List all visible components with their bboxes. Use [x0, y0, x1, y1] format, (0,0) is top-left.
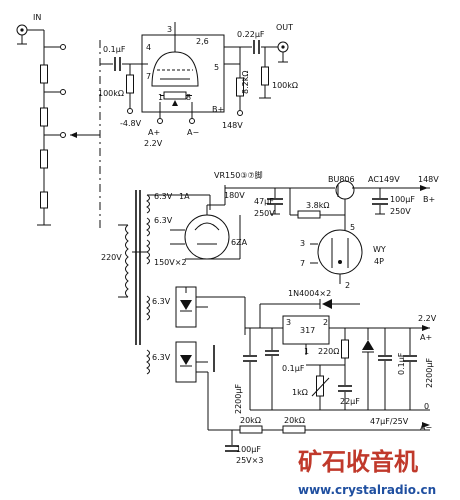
heater-resistor [163, 91, 187, 100]
svg-text:6.3V: 6.3V [152, 353, 171, 362]
amp-stage: 0.1µF 100kΩ -4.8V 3 2,6 4 5 7 1 8 A+ 2.2… [98, 22, 298, 148]
svg-text:20kΩ: 20kΩ [284, 416, 305, 425]
svg-text:3: 3 [167, 25, 172, 34]
svg-text:148V: 148V [418, 175, 439, 184]
watermark: 矿石收音机 www.crystalradio.cn [298, 448, 436, 497]
input-label: IN [33, 13, 41, 22]
svg-text:A+: A+ [148, 128, 160, 137]
svg-text:47µF/25V: 47µF/25V [370, 417, 409, 426]
svg-text:1N4004×2: 1N4004×2 [288, 289, 331, 298]
svg-text:A−: A− [420, 423, 432, 432]
svg-text:0.1µF: 0.1µF [282, 364, 305, 373]
svg-text:B+: B+ [423, 195, 435, 204]
adjust-pot-1k [316, 375, 324, 397]
svg-text:180V: 180V [224, 191, 245, 200]
svg-text:1A: 1A [179, 192, 190, 201]
watermark-url: www.crystalradio.cn [298, 483, 436, 497]
svg-text:WY: WY [373, 245, 386, 254]
svg-text:100µF: 100µF [390, 195, 415, 204]
6za-rectifier-tube-icon [184, 214, 230, 260]
attenuator-resistor-1 [40, 64, 48, 84]
svg-text:20kΩ: 20kΩ [240, 416, 261, 425]
svg-text:100µF: 100µF [236, 445, 261, 454]
svg-text:BU806: BU806 [328, 175, 355, 184]
output-label: OUT [276, 23, 293, 32]
svg-text:3.8kΩ: 3.8kΩ [306, 201, 329, 210]
svg-text:3: 3 [300, 239, 305, 248]
bottom-filter: 20kΩ 20kΩ 47µF/25V 100µF 25V×3 [208, 416, 430, 465]
grid-resistor-label: 100kΩ [98, 89, 124, 98]
lv-regulator: 1N4004×2 317 3 2 1 2.2V A+ 0 A− 2200µF 0… [234, 289, 437, 432]
svg-text:3: 3 [286, 318, 291, 327]
svg-text:2: 2 [323, 318, 328, 327]
svg-text:1kΩ: 1kΩ [292, 388, 308, 397]
svg-text:2,6: 2,6 [196, 37, 209, 46]
b-plus-supply: VR150③⑦脚 180V BU806 AC149V 148V B+ 47µF … [214, 170, 439, 290]
svg-text:47µF: 47µF [254, 197, 274, 206]
svg-text:2200µF: 2200µF [234, 384, 243, 414]
resistor-20k-a [239, 425, 263, 434]
svg-text:2.2V: 2.2V [144, 139, 163, 148]
svg-text:0: 0 [424, 402, 429, 411]
svg-text:7: 7 [300, 259, 305, 268]
svg-text:220V: 220V [101, 253, 122, 262]
svg-text:8.2kΩ: 8.2kΩ [241, 71, 250, 94]
power-transformer: 220V 6.3V 1A 6.3V 150V×2 6ZA 6.3V [101, 190, 248, 375]
svg-text:150V×2: 150V×2 [154, 258, 187, 267]
bias-voltage-label: -4.8V [120, 119, 142, 128]
attenuator-resistor-4 [40, 191, 48, 209]
vr150-regulator-tube-icon [317, 229, 363, 275]
amp-tube-envelope [141, 34, 225, 113]
svg-text:2200µF: 2200µF [425, 358, 434, 388]
resistor-20k-b [282, 425, 306, 434]
svg-text:148V: 148V [222, 121, 243, 130]
svg-text:A−: A− [187, 128, 199, 137]
svg-text:1: 1 [158, 93, 163, 102]
svg-text:22µF: 22µF [340, 397, 360, 406]
svg-text:5: 5 [350, 223, 355, 232]
svg-text:8: 8 [186, 93, 191, 102]
svg-text:4P: 4P [374, 257, 384, 266]
svg-text:25V×3: 25V×3 [236, 456, 263, 465]
watermark-cn: 矿石收音机 [298, 448, 418, 476]
svg-text:4: 4 [146, 43, 151, 52]
svg-text:VR150③⑦脚: VR150③⑦脚 [214, 170, 263, 180]
series-resistor-3k8 [297, 210, 321, 219]
input-cap-label: 0.1µF [103, 45, 126, 54]
svg-text:0.1µF: 0.1µF [397, 352, 406, 375]
svg-text:1: 1 [304, 347, 309, 356]
svg-text:6.3V: 6.3V [154, 192, 173, 201]
svg-text:6.3V: 6.3V [154, 216, 173, 225]
attenuator-resistor-3 [40, 149, 48, 169]
svg-text:AC149V: AC149V [368, 175, 400, 184]
svg-text:5: 5 [214, 63, 219, 72]
svg-text:0.22µF: 0.22µF [237, 30, 265, 39]
svg-text:250V: 250V [390, 207, 411, 216]
svg-text:100kΩ: 100kΩ [272, 81, 298, 90]
grid-resistor [126, 74, 134, 94]
resistor-220 [341, 339, 349, 359]
svg-text:A+: A+ [420, 333, 432, 342]
input-section: IN [16, 13, 101, 228]
attenuator-resistor-2 [40, 107, 48, 127]
svg-text:317: 317 [300, 326, 315, 335]
output-resistor [261, 66, 269, 86]
svg-text:7: 7 [146, 72, 151, 81]
svg-text:6ZA: 6ZA [231, 238, 248, 247]
svg-text:6.3V: 6.3V [152, 297, 171, 306]
svg-text:B+: B+ [212, 105, 224, 114]
svg-text:2.2V: 2.2V [418, 314, 437, 323]
svg-text:250V: 250V [254, 209, 275, 218]
rectifier-bridges [175, 286, 246, 431]
svg-text:2: 2 [345, 281, 350, 290]
svg-text:220Ω: 220Ω [318, 347, 339, 356]
